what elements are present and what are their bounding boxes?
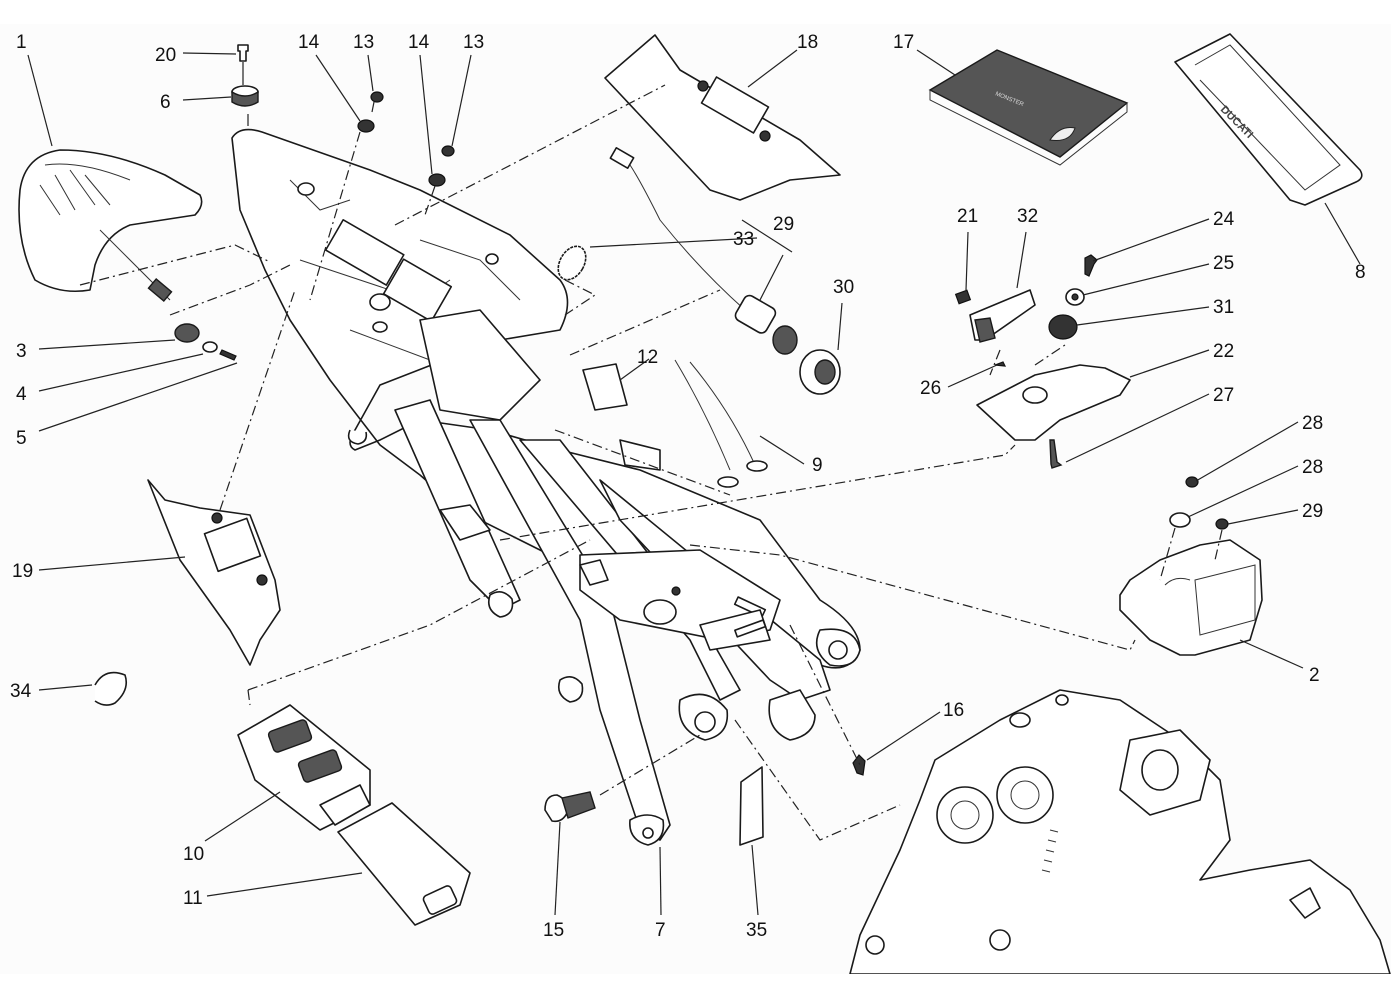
- callout-8: 8: [1355, 262, 1366, 283]
- callout-1: 1: [16, 32, 27, 53]
- callout-2: 2: [1309, 665, 1320, 686]
- manual-part: MONSTER: [928, 49, 1129, 166]
- screw-13a-part: [370, 91, 384, 113]
- bolt-part: [544, 791, 596, 823]
- screw-26-part: [1049, 439, 1063, 469]
- ring-nut-part: [557, 245, 587, 281]
- callout-10: 10: [183, 844, 204, 865]
- callout-13b: 13: [463, 32, 484, 53]
- logo-cover-part: DUCATI: [1174, 33, 1363, 206]
- grommet-part: [174, 323, 200, 343]
- callout-12: 12: [637, 347, 658, 368]
- callout-32: 32: [1017, 206, 1038, 227]
- label-12-part: [582, 363, 628, 411]
- callout-21: 22: [1213, 341, 1234, 362]
- callout-labels: 1 20 6 14 13 14 13 18 17 8 3 4 5 19 34 1…: [10, 32, 1366, 941]
- pad-holder-part: [237, 704, 371, 831]
- exploded-parts-diagram: MONSTER DUCATI: [10, 32, 1391, 974]
- callout-16: 16: [943, 700, 964, 721]
- callout-22: 20: [155, 45, 176, 66]
- callout-17: 17: [893, 32, 914, 53]
- assembly-lines: [79, 84, 1223, 841]
- pad-part: [337, 802, 471, 926]
- callout-33: 33: [733, 229, 754, 250]
- callout-4: 4: [16, 384, 27, 405]
- clip-16-part: [852, 754, 866, 776]
- screw-28b-part: [1215, 518, 1229, 530]
- callout-23: 24: [1213, 209, 1235, 230]
- callout-27: 28: [1302, 457, 1323, 478]
- callout-24: 25: [1213, 253, 1234, 274]
- callout-5: 5: [16, 428, 27, 449]
- callout-26: 27: [1213, 385, 1234, 406]
- washer-24-part: [1065, 288, 1085, 306]
- bracket-part: [1119, 539, 1263, 656]
- diagram-canvas: MONSTER DUCATI: [0, 24, 1391, 974]
- grommet-31-part: [1048, 314, 1078, 340]
- callout-14b: 14: [408, 32, 430, 53]
- cap-part: [799, 349, 841, 395]
- callout-6: 6: [160, 92, 171, 113]
- callout-20: 21: [957, 206, 978, 227]
- subframe-part: [231, 128, 861, 846]
- callout-31: 31: [1213, 297, 1234, 318]
- callout-18: 19: [12, 561, 33, 582]
- callout-13a: 13: [353, 32, 374, 53]
- left-side-cover-part: [147, 479, 281, 666]
- tray-part: [976, 364, 1131, 441]
- clamp-part: [94, 671, 128, 706]
- washer-14b-part: [424, 173, 446, 216]
- tail-light-part: [18, 149, 203, 303]
- callout-28b: 29: [1302, 501, 1323, 522]
- socket-cable-part: [609, 147, 798, 355]
- callout-30: 30: [833, 277, 854, 298]
- callout-15: 15: [543, 920, 564, 941]
- callout-25: 26: [920, 378, 941, 399]
- label-35-part: [739, 766, 764, 846]
- callout-29: 29: [773, 214, 794, 235]
- leader-lines: [27, 49, 1361, 916]
- washer-27-part: [1169, 512, 1191, 528]
- callout-14a: 14: [298, 32, 320, 53]
- callout-35: 35: [746, 920, 767, 941]
- rubber-mount-part: [231, 85, 259, 126]
- screw-5-part: [219, 349, 237, 361]
- cable-9-part: [674, 359, 768, 488]
- callout-19: 18: [797, 32, 818, 53]
- callout-28a: 28: [1302, 413, 1323, 434]
- callout-34: 34: [10, 681, 32, 702]
- screw-28a-part: [1185, 476, 1199, 488]
- callout-9: 9: [812, 455, 823, 476]
- pin-part: [237, 44, 249, 85]
- connector-part: [969, 289, 1036, 343]
- plug-part: [954, 289, 972, 305]
- callout-11: 11: [183, 888, 203, 909]
- screw-13b-part: [441, 145, 455, 157]
- washer-4-part: [202, 341, 218, 353]
- engine-part: [849, 689, 1391, 974]
- callout-7: 7: [655, 920, 666, 941]
- screw-23-part: [1084, 254, 1098, 277]
- right-side-cover-part: [604, 34, 841, 201]
- clip-25-part: [994, 361, 1007, 367]
- callout-3: 3: [16, 341, 27, 362]
- washer-14a-part: [309, 119, 375, 301]
